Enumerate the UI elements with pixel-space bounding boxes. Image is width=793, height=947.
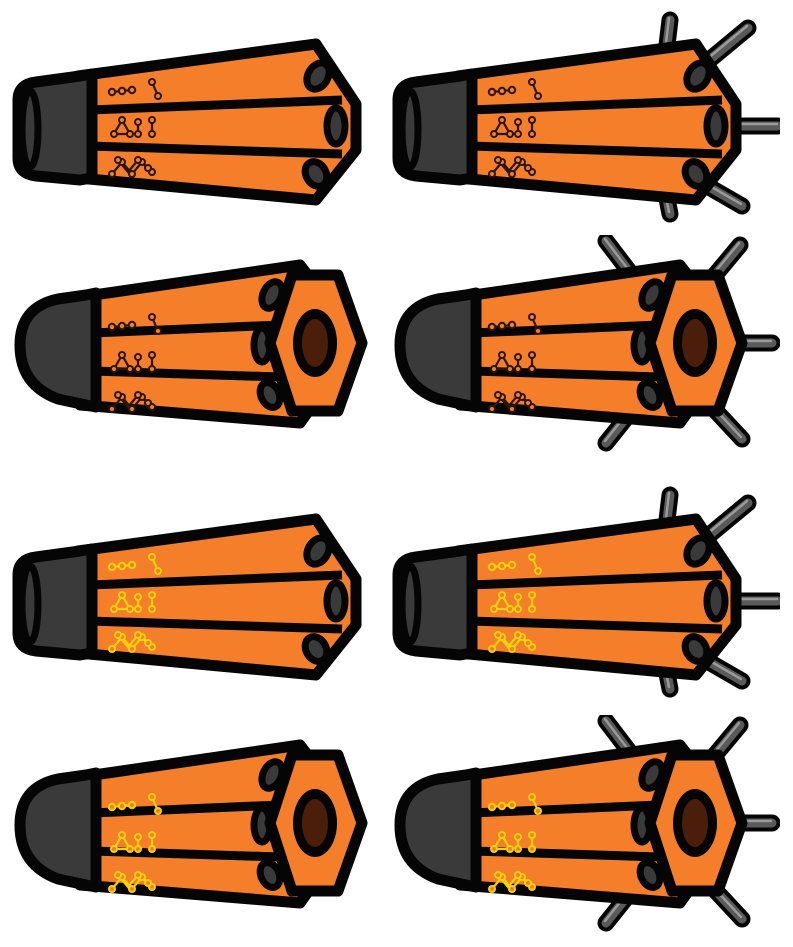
cannon-cap <box>394 287 482 413</box>
hex-muzzle <box>264 269 368 417</box>
glyph-chain-top <box>107 313 162 335</box>
glyph-chain-top <box>107 793 162 815</box>
glyph-lattice-bottom <box>108 631 156 653</box>
cannon-front-dark-armed <box>394 235 780 452</box>
muzzle-holes <box>681 59 729 190</box>
cannon-cap <box>12 543 98 661</box>
muzzle-holes <box>301 59 349 190</box>
muzzle-holes <box>301 534 349 665</box>
glyph-triangle-mid <box>490 591 536 613</box>
muzzle-holes <box>681 534 729 665</box>
glyph-triangle-mid <box>490 351 536 373</box>
cannon-cap <box>394 767 482 893</box>
barrel-bore <box>682 319 708 367</box>
glyph-chain-top <box>487 793 542 815</box>
glyph-lattice-bottom <box>108 391 156 413</box>
cannon-side-gold-idle <box>12 513 362 681</box>
cannon-front-dark-idle <box>14 259 368 429</box>
barrel-bore <box>302 799 328 847</box>
muzzle-holes <box>630 278 666 411</box>
glyph-triangle-mid <box>110 831 156 853</box>
cannon-side-gold-armed <box>392 486 780 698</box>
glyph-chain-top <box>487 313 542 335</box>
glyph-lattice-bottom <box>488 391 536 413</box>
cannon-cap <box>14 767 102 893</box>
hex-muzzle <box>644 269 748 417</box>
glyph-chain-top <box>487 553 542 575</box>
cannon-cap <box>12 68 98 186</box>
barrel-bore <box>682 799 708 847</box>
cannon-cap <box>14 287 102 413</box>
cannon-cap <box>392 68 478 186</box>
glyph-lattice-bottom <box>488 631 536 653</box>
glyph-triangle-mid <box>110 591 156 613</box>
cannon-side-dark-armed <box>392 11 780 223</box>
cannon-cap <box>392 543 478 661</box>
barrel-bore <box>302 319 328 367</box>
cannon-front-gold-idle <box>14 739 368 909</box>
hex-muzzle <box>644 749 748 897</box>
glyph-chain-top <box>487 78 542 100</box>
glyph-triangle-mid <box>490 116 536 138</box>
cannon-side-dark-idle <box>12 38 362 206</box>
glyph-lattice-bottom <box>488 156 536 178</box>
glyph-triangle-mid <box>110 351 156 373</box>
hex-muzzle <box>264 749 368 897</box>
glyph-triangle-mid <box>490 831 536 853</box>
glyph-lattice-bottom <box>108 156 156 178</box>
glyph-chain-top <box>107 78 162 100</box>
glyph-lattice-bottom <box>488 871 536 893</box>
cannon-front-gold-armed <box>394 715 780 932</box>
glyph-triangle-mid <box>110 116 156 138</box>
glyph-chain-top <box>107 553 162 575</box>
cannon-body <box>452 513 742 681</box>
glyph-lattice-bottom <box>108 871 156 893</box>
